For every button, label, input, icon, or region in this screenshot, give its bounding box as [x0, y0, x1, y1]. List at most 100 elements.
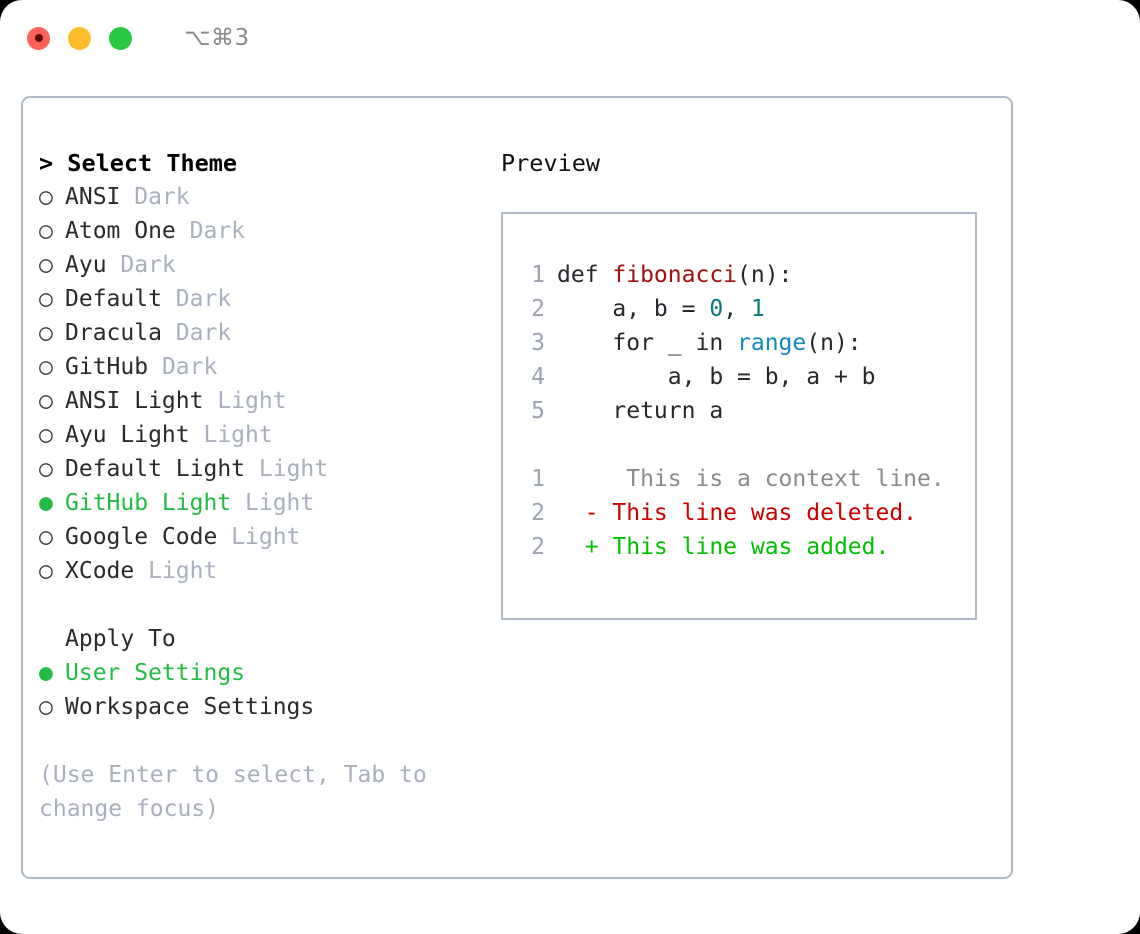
- apply-to-option-label: User Settings: [65, 660, 246, 686]
- theme-option-github[interactable]: ○ GitHub Dark: [39, 350, 489, 384]
- code-line: 4 a, b = b, a + b: [503, 360, 975, 394]
- theme-name: ANSI Light: [65, 388, 218, 414]
- theme-name: GitHub: [65, 354, 162, 380]
- radio-unselected-icon: ○: [39, 422, 53, 448]
- radio-selected-icon: ●: [39, 660, 53, 686]
- minimize-button[interactable]: [68, 26, 91, 50]
- code-token-plain: a, b = b, a + b: [557, 364, 876, 390]
- theme-name: Atom One: [65, 218, 190, 244]
- theme-list: ○ANSI Dark○Atom One Dark○Ayu Dark○Defaul…: [39, 180, 489, 588]
- line-number: 2: [531, 296, 545, 322]
- theme-option-xcode[interactable]: ○ XCode Light: [39, 554, 489, 588]
- line-number: 1: [531, 262, 545, 288]
- theme-kind-badge: Dark: [175, 320, 232, 346]
- close-button[interactable]: [27, 26, 50, 50]
- theme-option-atom-one[interactable]: ○Atom One Dark: [39, 214, 489, 248]
- radio-unselected-icon: ○: [39, 558, 53, 584]
- diff-text: This is a context line.: [557, 466, 945, 492]
- apply-to-options: ● User Settings ○ Workspace Settings: [39, 656, 489, 724]
- line-number: 2: [531, 500, 545, 526]
- code-line: 5 return a: [503, 394, 975, 428]
- theme-option-github-light[interactable]: ● GitHub Light Light: [39, 486, 489, 520]
- theme-name: Google Code: [65, 524, 232, 550]
- code-token-plain: for _ in: [557, 330, 738, 356]
- theme-name: Ayu: [65, 252, 121, 278]
- theme-option-dracula[interactable]: ○ Dracula Dark: [39, 316, 489, 350]
- theme-name: ANSI: [65, 184, 135, 210]
- code-token-num: 0: [709, 296, 724, 322]
- code-line: 2 a, b = 0, 1: [503, 292, 975, 326]
- radio-unselected-icon: ○: [39, 252, 53, 278]
- theme-kind-badge: Light: [231, 524, 301, 550]
- code-token-plain: (n):: [806, 330, 862, 356]
- theme-option-default-light[interactable]: ○ Default Light Light: [39, 452, 489, 486]
- apply-to-option-workspace-settings[interactable]: ○ Workspace Settings: [39, 690, 489, 724]
- diff-text: + This line was added.: [557, 534, 890, 560]
- dialog-frame: > Select Theme ○ANSI Dark○Atom One Dark○…: [21, 96, 1013, 879]
- line-number: 1: [531, 466, 545, 492]
- code-token-call: range: [737, 330, 807, 356]
- code-token-plain: def: [557, 262, 613, 288]
- code-line: 3 for _ in range(n):: [503, 326, 975, 360]
- code-token-plain: a, b =: [557, 296, 710, 322]
- diff-line-del: 2 - This line was deleted.: [503, 496, 975, 530]
- maximize-button[interactable]: [109, 26, 132, 50]
- theme-option-google-code[interactable]: ○ Google Code Light: [39, 520, 489, 554]
- code-token-plain: (n):: [737, 262, 793, 288]
- line-number: 5: [531, 398, 545, 424]
- line-number: 4: [531, 364, 545, 390]
- diff-line-add: 2 + This line was added.: [503, 530, 975, 564]
- radio-unselected-icon: ○: [39, 388, 53, 414]
- theme-option-ayu[interactable]: ○ Ayu Dark: [39, 248, 489, 282]
- apply-to-option-user-settings[interactable]: ● User Settings: [39, 656, 489, 690]
- theme-kind-badge: Light: [258, 456, 329, 482]
- line-number: 3: [531, 330, 545, 356]
- theme-name: Default Light: [65, 456, 259, 482]
- theme-selector-panel: > Select Theme ○ANSI Dark○Atom One Dark○…: [39, 146, 489, 826]
- theme-option-default[interactable]: ○Default Dark: [39, 282, 489, 316]
- theme-name: Ayu Light: [65, 422, 204, 448]
- theme-option-ansi-light[interactable]: ○ ANSI Light Light: [39, 384, 489, 418]
- preview-title: Preview: [501, 149, 601, 177]
- theme-kind-badge: Light: [148, 558, 218, 584]
- theme-name: Default: [65, 286, 176, 312]
- keyboard-hint: (Use Enter to select, Tab to change focu…: [39, 762, 441, 822]
- theme-name: GitHub Light: [65, 490, 246, 516]
- window-controls: [27, 26, 132, 50]
- diff-line-ctx: 1 This is a context line.: [503, 462, 975, 496]
- select-theme-header: > Select Theme: [39, 149, 238, 177]
- theme-option-ayu-light[interactable]: ○ Ayu Light Light: [39, 418, 489, 452]
- theme-name: XCode: [65, 558, 149, 584]
- radio-unselected-icon: ○: [39, 286, 53, 312]
- code-token-func: fibonacci: [612, 262, 738, 288]
- theme-kind-badge: Dark: [189, 218, 246, 244]
- keyboard-shortcut-label: ⌥⌘3: [184, 25, 250, 51]
- radio-unselected-icon: ○: [39, 456, 53, 482]
- line-number: 2: [531, 534, 545, 560]
- radio-selected-icon: ●: [39, 490, 53, 516]
- theme-kind-badge: Light: [217, 388, 287, 414]
- theme-kind-badge: Dark: [161, 354, 218, 380]
- radio-unselected-icon: ○: [39, 354, 53, 380]
- theme-kind-badge: Light: [203, 422, 273, 448]
- radio-unselected-icon: ○: [39, 320, 53, 346]
- theme-kind-badge: Dark: [120, 252, 176, 278]
- code-line: 1 def fibonacci(n):: [503, 258, 975, 292]
- radio-unselected-icon: ○: [39, 524, 53, 550]
- diff-sample: 1 This is a context line.2 - This line w…: [503, 462, 975, 564]
- code-token-num: 1: [750, 296, 765, 322]
- theme-kind-badge: Light: [245, 490, 315, 516]
- apply-to-option-label: Workspace Settings: [65, 694, 315, 720]
- diff-text: - This line was deleted.: [557, 500, 918, 526]
- theme-name: Dracula: [65, 320, 176, 346]
- theme-option-ansi[interactable]: ○ ANSI Dark: [39, 180, 489, 214]
- code-token-plain: return a: [557, 398, 724, 424]
- apply-to-label: Apply To: [65, 626, 176, 652]
- theme-kind-badge: Dark: [134, 184, 190, 210]
- code-diff-separator: [503, 428, 975, 462]
- radio-unselected-icon: ○: [39, 694, 53, 720]
- radio-unselected-icon: ○: [39, 184, 53, 210]
